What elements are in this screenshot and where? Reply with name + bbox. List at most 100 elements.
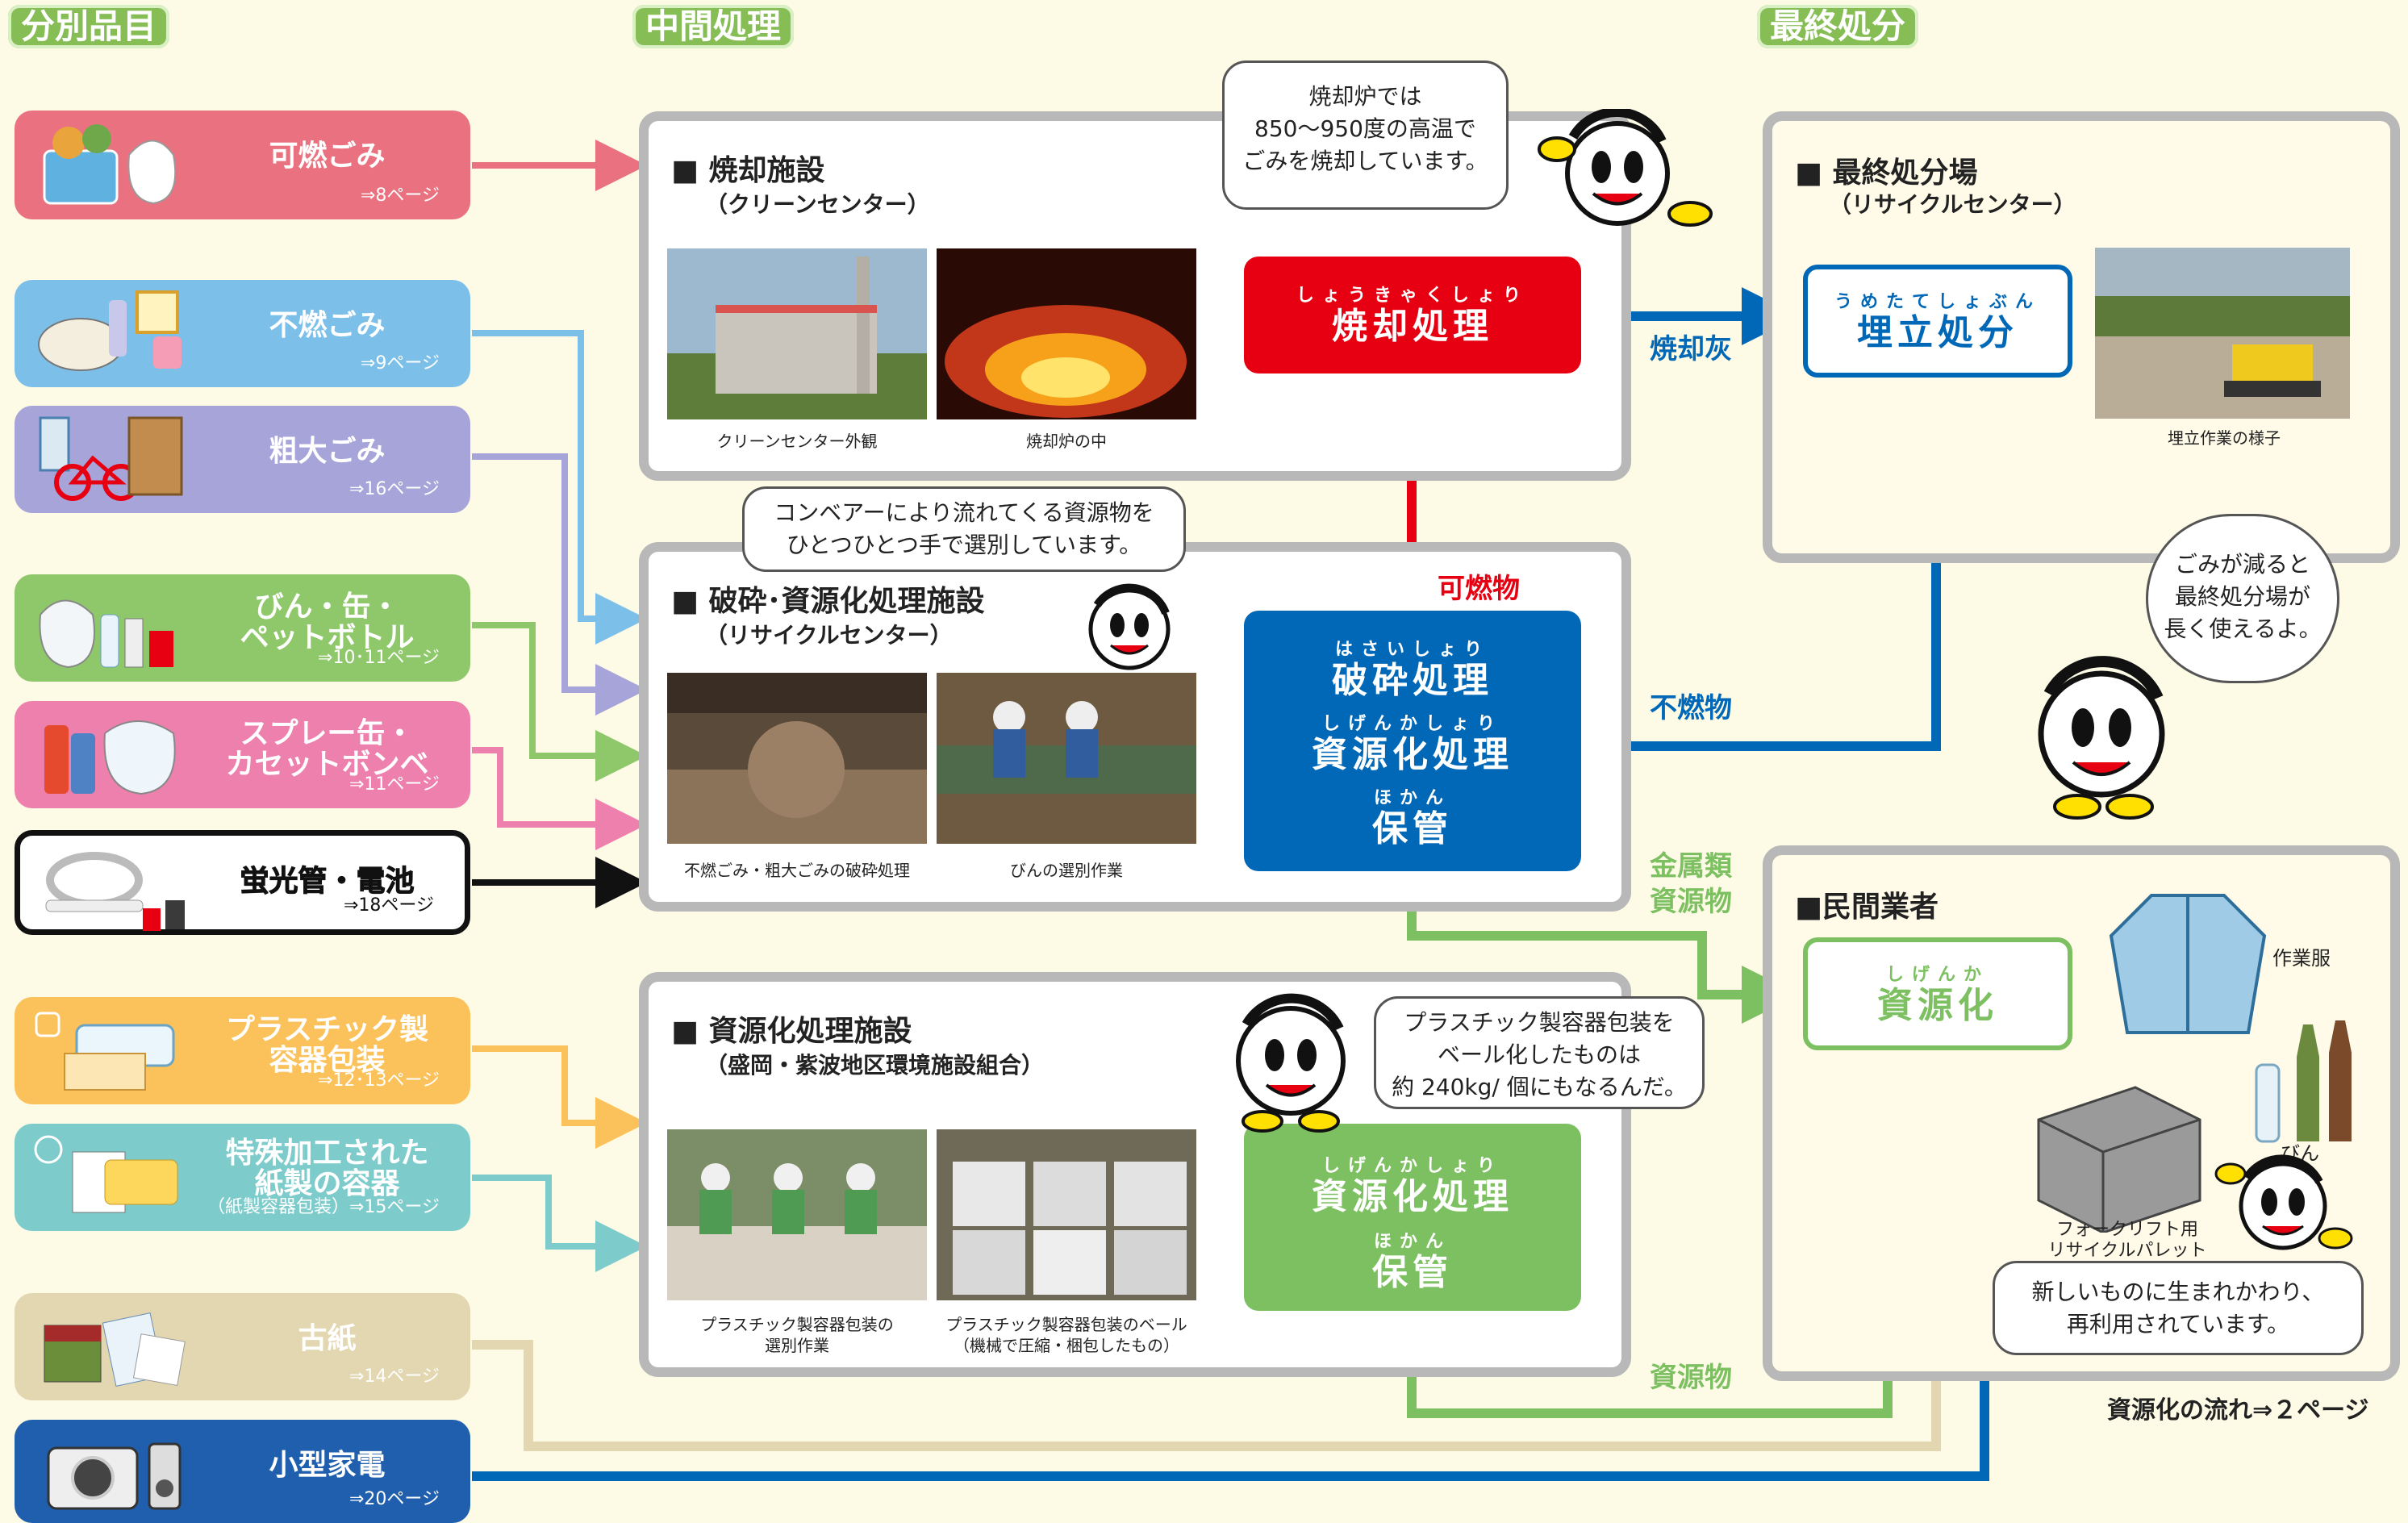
category-plastic[interactable]: プラスチック製 容器包装 ⇒12･13ページ xyxy=(15,997,470,1104)
flow-label-ash: 焼却灰 xyxy=(1650,333,1732,365)
category-paper-container[interactable]: 特殊加工された 紙製の容器 （紙製容器包装）⇒15ページ xyxy=(15,1124,470,1231)
process-text: 焼却処理 xyxy=(1332,306,1493,347)
pallet-label: フォークリフト用 リサイクルパレット xyxy=(2047,1220,2207,1261)
process-text: 資源化 xyxy=(1877,985,1998,1026)
process-text: 資源化処理 xyxy=(1312,734,1513,775)
plastic-bale-photo xyxy=(937,1129,1196,1300)
category-page: ⇒20ページ xyxy=(349,1489,440,1509)
category-small-appliance[interactable]: 小型家電 ⇒20ページ xyxy=(15,1420,470,1523)
process-recycle-store: しげんかしょり 資源化処理 ほかん 保管 xyxy=(1244,1124,1581,1311)
facility-title: ■ 資源化処理施設 xyxy=(671,1015,912,1048)
footer-note: 資源化の流れ⇒２ページ xyxy=(2107,1396,2369,1425)
category-combustible[interactable]: 可燃ごみ ⇒8ページ xyxy=(15,111,470,219)
newspaper-icon xyxy=(44,1312,186,1387)
section-title-final: 最終処分 xyxy=(1757,5,1919,48)
arrow-plastic xyxy=(472,1045,647,1149)
bubble-reborn: 新しいものに生まれかわり、 再利用されています。 xyxy=(1993,1261,2364,1355)
mascot-character-icon xyxy=(2038,656,2165,820)
process-text: 資源化処理 xyxy=(1312,1176,1513,1217)
process-ruby: ほかん xyxy=(1373,1232,1451,1252)
workwear-label: 作業服 xyxy=(2272,947,2331,970)
plastic-sorting-photo xyxy=(667,1129,927,1300)
paper-container-icon xyxy=(34,1135,178,1213)
category-label: 古紙 xyxy=(298,1322,357,1355)
bubble-landfill: ごみが減ると 最終処分場が 長く使えるよ。 xyxy=(2146,514,2339,683)
facility-subtitle: （盛岡・紫波地区環境施設組合） xyxy=(705,1052,1045,1079)
furnace-photo xyxy=(937,248,1196,419)
category-noncombustible[interactable]: 不燃ごみ ⇒9ページ xyxy=(15,280,470,387)
work-jacket-icon xyxy=(2109,894,2267,1034)
facility-title: ■ 焼却施設 xyxy=(671,154,825,187)
category-label: プラスチック製 容器包装 xyxy=(225,1013,429,1077)
basket-icon xyxy=(43,124,177,205)
bubble-conveyor: コンベアーにより流れてくる資源物を ひとつひとつ手で選別しています。 xyxy=(742,486,1186,572)
arrow-metal xyxy=(1407,871,1800,1024)
arrow-noncombustible xyxy=(472,330,647,645)
category-label: びん・缶・ ペットボトル xyxy=(240,590,415,654)
photo-caption: 不燃ごみ・粗大ごみの破砕処理 xyxy=(684,861,910,880)
category-page: ⇒12･13ページ xyxy=(318,1070,440,1091)
category-used-paper[interactable]: 古紙 ⇒14ページ xyxy=(15,1293,470,1400)
category-page: ⇒14ページ xyxy=(349,1367,440,1387)
mascot-character-icon xyxy=(1088,583,1171,670)
final-site-title: ■ 最終処分場 xyxy=(1795,156,1978,190)
process-crush-recycle-store: はさいしょり 破砕処理 しげんかしょり 資源化処理 ほかん 保管 xyxy=(1244,611,1581,871)
category-page: ⇒16ページ xyxy=(349,479,440,499)
category-label: 蛍光管・電池 xyxy=(240,865,415,898)
plastic-container-icon xyxy=(35,1012,175,1091)
mascot-character-icon xyxy=(2214,1154,2353,1250)
arrow-bulky xyxy=(472,453,647,716)
facility-title: ■ 破砕･資源化処理施設 xyxy=(671,585,985,618)
category-page: ⇒9ページ xyxy=(361,353,440,373)
final-site-subtitle: （リサイクルセンター） xyxy=(1829,191,2076,218)
process-text: 保管 xyxy=(1372,1252,1453,1293)
category-spray[interactable]: スプレー缶・ カセットボンベ ⇒11ページ xyxy=(15,701,470,808)
process-ruby: しょうきゃくしょり xyxy=(1296,286,1529,306)
process-ruby: しげんか xyxy=(1885,965,1989,985)
bottles-icon xyxy=(2255,1020,2352,1143)
pallet-icon xyxy=(2037,1086,2201,1233)
bubble-bale: プラスチック製容器包装を ベール化したものは 約 240kg/ 個にもなるんだ。 xyxy=(1374,996,1705,1109)
broken-glass-icon xyxy=(38,290,182,371)
mascot-character-icon xyxy=(1236,993,1346,1133)
bottles-icon xyxy=(39,599,173,669)
facility-subtitle: （クリーンセンター） xyxy=(705,191,930,218)
spray-can-icon xyxy=(44,720,176,795)
private-title: ■民間業者 xyxy=(1795,891,1939,924)
process-ruby: しげんかしょり xyxy=(1321,714,1503,734)
bottle-sorting-photo xyxy=(937,673,1196,844)
photo-caption: 埋立作業の様子 xyxy=(2168,428,2281,448)
facility-subtitle: （リサイクルセンター） xyxy=(705,622,953,649)
category-page: （紙製容器包装）⇒15ページ xyxy=(207,1197,440,1217)
flow-label-combustible: 可燃物 xyxy=(1438,573,1520,605)
process-ruby: はさいしょり xyxy=(1334,640,1490,660)
category-page: ⇒8ページ xyxy=(361,186,440,206)
process-landfill: うめたてしょぶん 埋立処分 xyxy=(1803,265,2072,378)
process-ruby: ほかん xyxy=(1373,788,1451,808)
process-ruby: しげんかしょり xyxy=(1321,1156,1503,1176)
category-page: ⇒11ページ xyxy=(349,774,440,795)
mascot-character-icon xyxy=(1538,109,1713,227)
photo-caption: プラスチック製容器包装のベール （機械で圧縮・梱包したもの） xyxy=(945,1315,1187,1355)
process-incinerate: しょうきゃくしょり 焼却処理 xyxy=(1244,257,1581,373)
category-label: 小型家電 xyxy=(269,1449,386,1482)
process-ruby: うめたてしょぶん xyxy=(1834,292,2041,312)
bicycle-icon xyxy=(39,416,183,501)
clean-center-photo xyxy=(667,248,927,419)
process-resource: しげんか 資源化 xyxy=(1803,937,2072,1050)
process-text: 破砕処理 xyxy=(1332,660,1493,701)
arrow-bottles xyxy=(472,622,647,782)
photo-caption: クリーンセンター外観 xyxy=(716,432,878,451)
fluorescent-tube-icon xyxy=(45,852,185,931)
category-label: 粗大ごみ xyxy=(269,435,386,468)
category-bulky[interactable]: 粗大ごみ ⇒16ページ xyxy=(15,406,470,513)
camera-icon xyxy=(47,1442,182,1510)
photo-caption: 焼却炉の中 xyxy=(1026,432,1107,451)
photo-caption: プラスチック製容器包装の 選別作業 xyxy=(700,1315,894,1355)
category-bottles-cans[interactable]: びん・缶・ ペットボトル ⇒10･11ページ xyxy=(15,574,470,682)
category-fluorescent[interactable]: 蛍光管・電池 ⇒18ページ xyxy=(15,830,470,935)
process-text: 埋立処分 xyxy=(1857,312,2018,353)
photo-caption: びんの選別作業 xyxy=(1010,861,1123,880)
category-label: スプレー缶・ カセットボンベ xyxy=(225,717,429,781)
flow-label-noncombustible: 不燃物 xyxy=(1650,692,1732,724)
